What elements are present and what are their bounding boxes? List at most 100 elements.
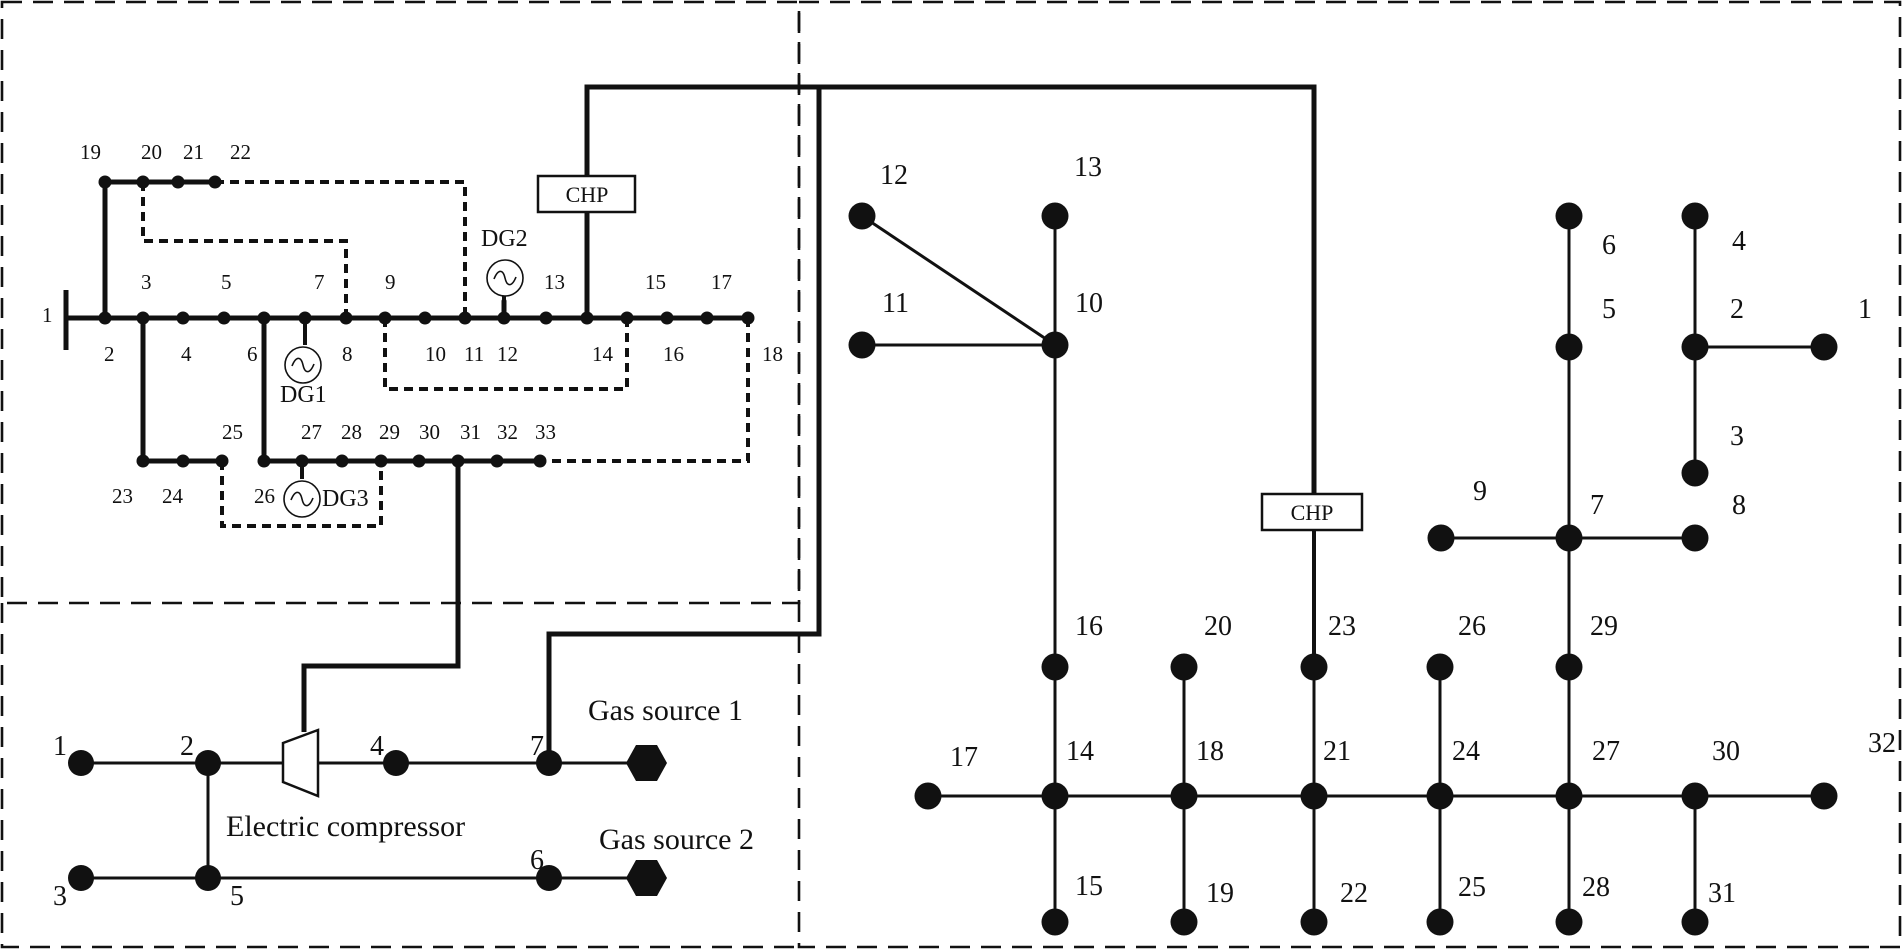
heat-node-21 xyxy=(1300,782,1328,810)
electric-bus-label: 13 xyxy=(544,270,565,294)
gas-source-1-label: Gas source 1 xyxy=(588,694,743,727)
heat-node-1 xyxy=(1810,333,1838,361)
heat-node-label: 19 xyxy=(1206,878,1234,909)
electric-bus-3 xyxy=(136,311,150,325)
heat-node-label: 30 xyxy=(1712,736,1740,767)
heat-node-label: 2 xyxy=(1730,294,1744,325)
electric-bus-2 xyxy=(98,311,112,325)
heat-node-5 xyxy=(1555,333,1583,361)
electric-bus-label: 9 xyxy=(385,270,396,294)
electric-bus-label: 6 xyxy=(247,342,258,366)
heat-node-7 xyxy=(1555,524,1583,552)
electric-region-boundary xyxy=(0,0,801,605)
heat-node-label: 4 xyxy=(1732,226,1746,257)
electric-bus-label: 22 xyxy=(230,140,251,164)
electric-bus-30 xyxy=(412,454,426,468)
electric-bus-label: 10 xyxy=(425,342,446,366)
heat-node-24 xyxy=(1426,782,1454,810)
heat-node-label: 11 xyxy=(882,288,909,319)
electric-lines xyxy=(63,179,751,464)
electric-bus-24 xyxy=(176,454,190,468)
heat-node-6 xyxy=(1555,202,1583,230)
gas-source-1-icon xyxy=(626,745,667,781)
compressor-label: Electric compressor xyxy=(226,810,465,843)
electric-bus-label: 20 xyxy=(141,140,162,164)
heat-node-label: 7 xyxy=(1590,490,1604,521)
chp-electric: CHP xyxy=(536,174,637,214)
heat-node-label: 12 xyxy=(880,160,908,191)
heat-node-28 xyxy=(1555,908,1583,936)
dg1-label: DG1 xyxy=(280,382,327,408)
gas-node-1 xyxy=(68,750,94,776)
gas-region-boundary xyxy=(0,603,799,949)
gas-node-label: 7 xyxy=(530,731,544,762)
electric-bus-label: 1 xyxy=(42,303,53,327)
heat-node-30 xyxy=(1681,782,1709,810)
electric-bus-label: 11 xyxy=(464,342,484,366)
heat-node-label: 15 xyxy=(1075,871,1103,902)
electric-bus-label: 30 xyxy=(419,420,440,444)
heat-node-label: 13 xyxy=(1074,152,1102,183)
distributed-generators: DG1 DG2 DG3 xyxy=(280,226,528,518)
heat-node-9 xyxy=(1427,524,1455,552)
chp-label: CHP xyxy=(566,182,609,207)
electric-bus-19 xyxy=(98,175,112,189)
heat-node-label: 27 xyxy=(1592,736,1620,767)
heat-node-2 xyxy=(1681,333,1709,361)
gas-source-2-icon xyxy=(626,860,667,896)
heat-node-label: 18 xyxy=(1196,736,1224,767)
gas-node-label: 3 xyxy=(53,881,67,912)
electric-bus-25 xyxy=(215,454,229,468)
tie-switch-lines xyxy=(141,180,750,528)
heat-node-29 xyxy=(1555,653,1583,681)
gas-node-label: 2 xyxy=(180,731,194,762)
heat-node-4 xyxy=(1681,202,1709,230)
gas-pipelines xyxy=(81,761,629,880)
electric-bus-label: 17 xyxy=(711,270,732,294)
dg2-label: DG2 xyxy=(481,226,528,252)
heat-node-label: 23 xyxy=(1328,611,1356,642)
electric-bus-11 xyxy=(458,311,472,325)
electric-bus-label: 4 xyxy=(181,342,192,366)
heat-node-17 xyxy=(914,782,942,810)
heat-node-label: 17 xyxy=(950,742,978,773)
gas-node-label: 6 xyxy=(530,845,544,876)
electric-bus-label: 19 xyxy=(80,140,101,164)
electric-bus-label: 28 xyxy=(341,420,362,444)
electric-bus-label: 14 xyxy=(592,342,614,366)
gas-source-2-label: Gas source 2 xyxy=(599,823,754,856)
heat-node-label: 29 xyxy=(1590,611,1618,642)
dg2-icon xyxy=(486,259,524,297)
electric-bus-22 xyxy=(208,175,222,189)
electric-bus-15 xyxy=(620,311,634,325)
gas-node-6 xyxy=(536,865,562,891)
heat-node-label: 6 xyxy=(1602,230,1616,261)
compressor-power-line xyxy=(301,461,461,732)
electric-bus-10 xyxy=(418,311,432,325)
electric-bus-29 xyxy=(374,454,388,468)
electric-bus-8 xyxy=(339,311,353,325)
heat-pipelines xyxy=(861,214,1824,922)
electric-bus-label: 31 xyxy=(460,420,481,444)
electric-bus-label: 12 xyxy=(497,342,518,366)
electric-bus-label: 24 xyxy=(162,484,184,508)
electric-bus-label: 23 xyxy=(112,484,133,508)
heat-node-label: 21 xyxy=(1323,736,1351,767)
electric-bus-26 xyxy=(257,454,271,468)
gas-node-label: 5 xyxy=(230,881,244,912)
electric-bus-label: 32 xyxy=(497,420,518,444)
electric-bus-markers xyxy=(98,175,755,468)
heat-node-15 xyxy=(1041,908,1069,936)
electric-bus-label: 3 xyxy=(141,270,152,294)
heat-node-label: 25 xyxy=(1458,872,1486,903)
heat-node-label: 9 xyxy=(1473,476,1487,507)
electric-bus-23 xyxy=(136,454,150,468)
heat-node-label: 5 xyxy=(1602,294,1616,325)
heat-node-label: 24 xyxy=(1452,736,1480,767)
heat-node-11 xyxy=(848,331,876,359)
electric-bus-label: 2 xyxy=(104,342,115,366)
chp-label: CHP xyxy=(1291,500,1334,525)
electric-bus-label: 7 xyxy=(314,270,325,294)
electric-bus-33 xyxy=(533,454,547,468)
